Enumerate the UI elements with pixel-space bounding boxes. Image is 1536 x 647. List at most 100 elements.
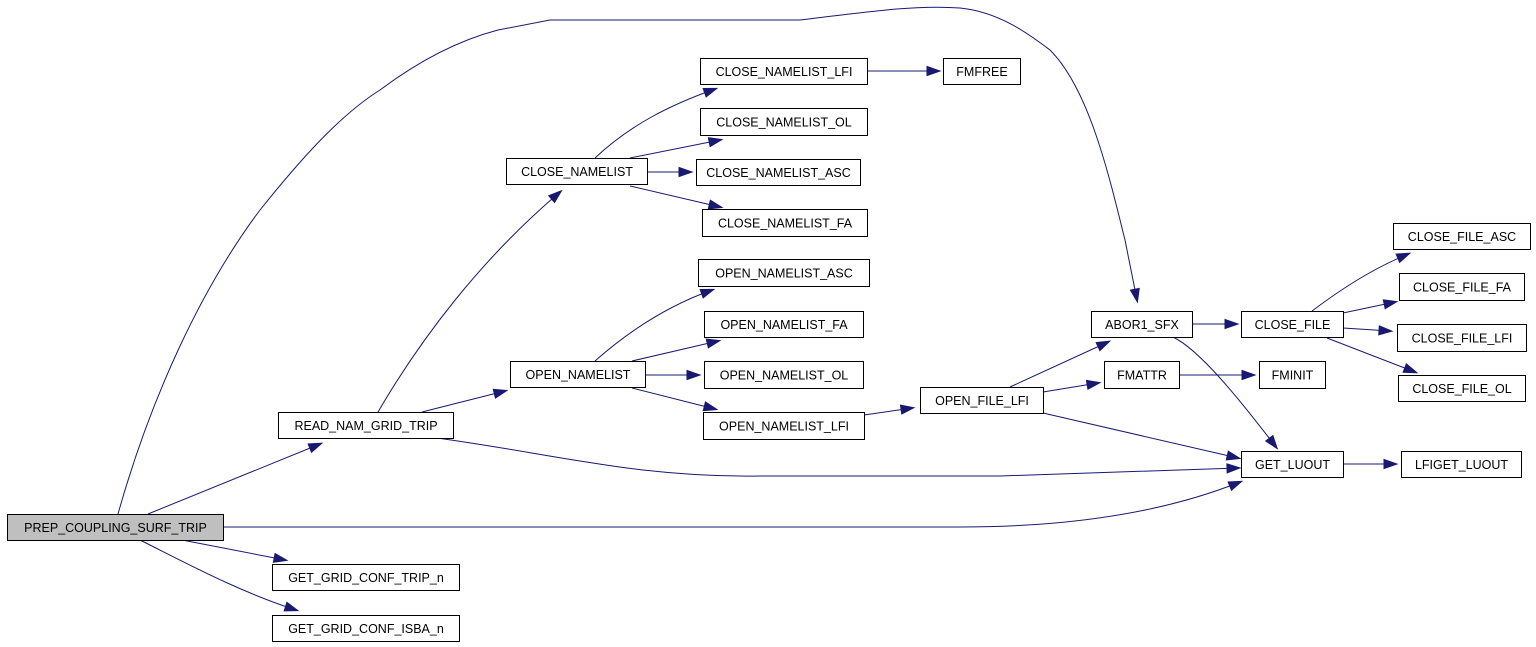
node-opennlasc[interactable]: OPEN_NAMELIST_ASC bbox=[698, 259, 870, 287]
node-readnam[interactable]: READ_NAM_GRID_TRIP bbox=[278, 412, 454, 439]
node-closefilelfi[interactable]: CLOSE_FILE_LFI bbox=[1397, 324, 1527, 352]
node-label: CLOSE_FILE_FA bbox=[1413, 281, 1512, 295]
edge-line bbox=[421, 390, 506, 413]
arrowhead-icon bbox=[1224, 318, 1240, 330]
node-box[interactable] bbox=[700, 58, 868, 85]
node-label: OPEN_NAMELIST bbox=[526, 368, 631, 382]
node-label: OPEN_NAMELIST_LFI bbox=[719, 420, 849, 434]
node-opennlol[interactable]: OPEN_NAMELIST_OL bbox=[704, 361, 864, 389]
node-label: CLOSE_NAMELIST bbox=[521, 165, 633, 179]
edge-openfilelfi-to-getluout bbox=[1042, 412, 1242, 461]
node-label: LFIGET_LUOUT bbox=[1415, 458, 1508, 472]
arrowhead-icon bbox=[899, 404, 916, 415]
edges-layer bbox=[117, 6, 1419, 612]
node-closenlasc[interactable]: CLOSE_NAMELIST_ASC bbox=[696, 159, 861, 186]
node-box[interactable] bbox=[943, 58, 1021, 85]
edge-prep-to-getluout bbox=[223, 480, 1244, 528]
edge-closefile-to-closefileol bbox=[1326, 337, 1419, 374]
node-box[interactable] bbox=[702, 209, 868, 237]
edge-line bbox=[181, 539, 286, 561]
node-prep[interactable]: PREP_COUPLING_SURF_TRIP bbox=[7, 514, 224, 541]
arrowhead-icon bbox=[272, 552, 289, 563]
node-box[interactable] bbox=[1398, 375, 1526, 402]
node-getisba[interactable]: GET_GRID_CONF_ISBA_n bbox=[272, 615, 460, 642]
node-box[interactable] bbox=[704, 311, 864, 338]
edge-prep-to-readnam bbox=[147, 442, 324, 515]
node-box[interactable] bbox=[278, 412, 454, 439]
edge-openfilelfi-to-fmattr bbox=[1042, 379, 1102, 393]
node-box[interactable] bbox=[1397, 324, 1527, 352]
edge-line bbox=[1009, 341, 1109, 388]
node-getluout[interactable]: GET_LUOUT bbox=[1241, 451, 1344, 478]
node-box[interactable] bbox=[506, 158, 648, 185]
node-label: OPEN_FILE_LFI bbox=[935, 394, 1029, 408]
edge-closenl-to-closenllfi bbox=[594, 87, 719, 159]
node-gettrip[interactable]: GET_GRID_CONF_TRIP_n bbox=[272, 564, 460, 591]
arrowhead-icon bbox=[1129, 287, 1140, 304]
node-box[interactable] bbox=[1241, 311, 1344, 338]
arrowhead-icon bbox=[699, 288, 716, 299]
node-fminit[interactable]: FMINIT bbox=[1259, 361, 1326, 389]
edge-getluout-to-lfigetluout bbox=[1343, 458, 1399, 470]
node-box[interactable] bbox=[7, 514, 224, 541]
node-box[interactable] bbox=[700, 108, 868, 136]
node-opennlfa[interactable]: OPEN_NAMELIST_FA bbox=[704, 311, 864, 338]
node-box[interactable] bbox=[1401, 451, 1522, 478]
edge-abor1-to-closefile bbox=[1192, 318, 1240, 330]
node-box[interactable] bbox=[272, 615, 460, 642]
node-box[interactable] bbox=[1399, 273, 1525, 301]
node-box[interactable] bbox=[1241, 451, 1344, 478]
node-closefileasc[interactable]: CLOSE_FILE_ASC bbox=[1393, 223, 1531, 250]
node-closenlol[interactable]: CLOSE_NAMELIST_OL bbox=[700, 108, 868, 136]
node-opennllfi[interactable]: OPEN_NAMELIST_LFI bbox=[703, 412, 865, 440]
edge-readnam-to-closenl bbox=[377, 189, 563, 413]
edge-line bbox=[1326, 337, 1416, 373]
edge-prep-to-gettrip bbox=[181, 539, 289, 563]
arrowhead-icon bbox=[926, 65, 942, 77]
node-closenlfa[interactable]: CLOSE_NAMELIST_FA bbox=[702, 209, 868, 237]
edge-fmattr-to-fminit bbox=[1179, 369, 1257, 381]
edge-line bbox=[594, 88, 716, 159]
node-closenllfi[interactable]: CLOSE_NAMELIST_LFI bbox=[700, 58, 868, 85]
arrowhead-icon bbox=[686, 369, 702, 381]
arrowhead-icon bbox=[492, 388, 509, 399]
node-label: GET_GRID_CONF_TRIP_n bbox=[288, 571, 444, 585]
node-box[interactable] bbox=[1393, 223, 1531, 250]
node-box[interactable] bbox=[510, 361, 646, 388]
arrowhead-icon bbox=[1395, 252, 1412, 264]
node-box[interactable] bbox=[698, 259, 870, 287]
node-label: CLOSE_NAMELIST_ASC bbox=[706, 166, 851, 180]
node-closefileol[interactable]: CLOSE_FILE_OL bbox=[1398, 375, 1526, 402]
node-abor1[interactable]: ABOR1_SFX bbox=[1091, 311, 1193, 338]
edge-line bbox=[139, 539, 297, 611]
node-label: CLOSE_FILE_LFI bbox=[1412, 332, 1513, 346]
node-opennl[interactable]: OPEN_NAMELIST bbox=[510, 361, 646, 388]
node-box[interactable] bbox=[272, 564, 460, 591]
node-box[interactable] bbox=[920, 387, 1044, 414]
arrowhead-icon bbox=[1378, 325, 1394, 336]
edge-opennl-to-opennlol bbox=[645, 369, 702, 381]
node-label: FMATTR bbox=[1117, 369, 1167, 383]
node-closefile[interactable]: CLOSE_FILE bbox=[1241, 311, 1344, 338]
node-label: PREP_COUPLING_SURF_TRIP bbox=[24, 521, 207, 535]
edge-line bbox=[1172, 336, 1277, 448]
node-box[interactable] bbox=[704, 361, 864, 389]
node-closenl[interactable]: CLOSE_NAMELIST bbox=[506, 158, 648, 185]
edge-readnam-to-opennl bbox=[421, 388, 509, 413]
node-lfigetluout[interactable]: LFIGET_LUOUT bbox=[1401, 451, 1522, 478]
edge-closenllfi-to-fmfree bbox=[867, 65, 942, 77]
node-openfilelfi[interactable]: OPEN_FILE_LFI bbox=[920, 387, 1044, 414]
edge-opennllfi-to-openfilelfi bbox=[863, 404, 916, 416]
node-box[interactable] bbox=[1104, 361, 1180, 389]
node-box[interactable] bbox=[1259, 361, 1326, 389]
node-box[interactable] bbox=[703, 412, 865, 440]
node-fmfree[interactable]: FMFREE bbox=[943, 58, 1021, 85]
node-fmattr[interactable]: FMATTR bbox=[1104, 361, 1180, 389]
node-label: CLOSE_FILE_OL bbox=[1412, 382, 1511, 396]
node-label: GET_LUOUT bbox=[1255, 458, 1330, 472]
node-closefilefa[interactable]: CLOSE_FILE_FA bbox=[1399, 273, 1525, 301]
arrowhead-icon bbox=[707, 137, 724, 148]
arrowhead-icon bbox=[702, 87, 719, 98]
node-box[interactable] bbox=[1091, 311, 1193, 338]
node-box[interactable] bbox=[696, 159, 861, 186]
